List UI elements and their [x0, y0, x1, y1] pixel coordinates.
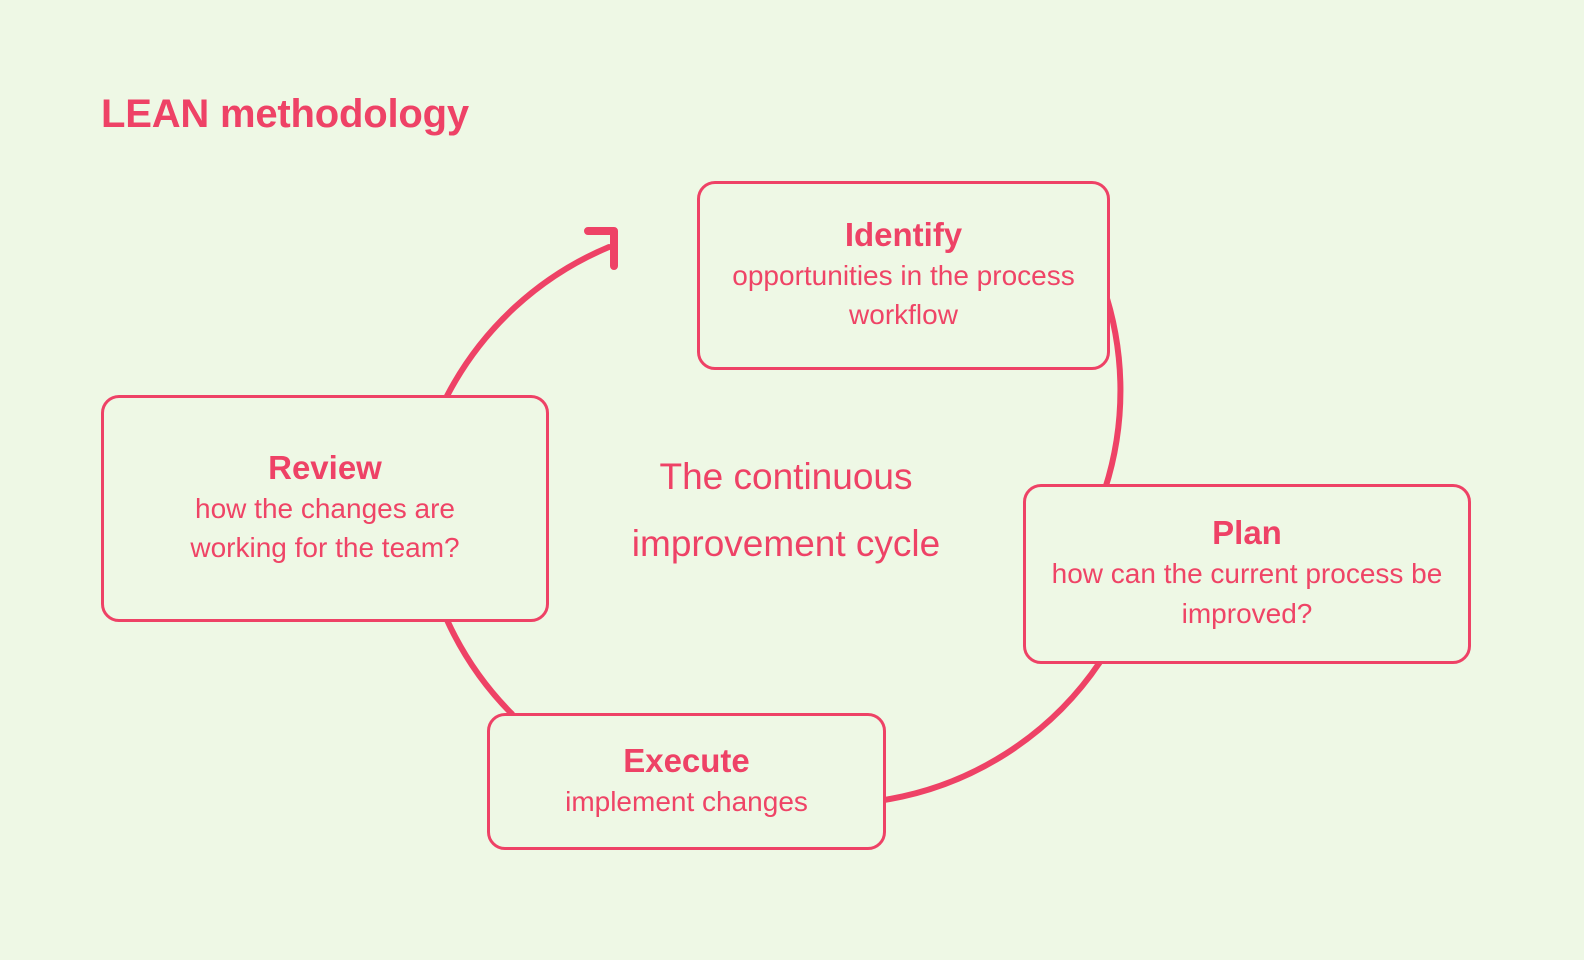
stage-description-identify: opportunities in the process workflow	[732, 259, 1075, 331]
center-caption: The continuous improvement cycle	[631, 456, 941, 565]
stage-title-review: Review	[268, 448, 382, 486]
page-title: LEAN methodology	[101, 92, 469, 136]
arc-review-to-identify	[444, 244, 612, 399]
stage-title-plan: Plan	[1212, 514, 1282, 552]
stage-box-plan[interactable]: Plan how can the current process be impr…	[1023, 484, 1471, 664]
stage-title-execute: Execute	[623, 741, 750, 779]
arc-execute-to-review	[444, 617, 515, 717]
stage-title-identify: Identify	[844, 215, 963, 253]
stage-description-plan: how can the current process be improved?	[1051, 558, 1443, 629]
stage-box-review[interactable]: Review how the changes are working for t…	[101, 395, 549, 622]
stage-description-execute: implement changes	[565, 785, 808, 817]
arc-plan-to-execute	[881, 659, 1103, 803]
stage-box-execute[interactable]: Execute implement changes	[487, 713, 886, 850]
stage-box-identify[interactable]: Identify opportunities in the process wo…	[697, 181, 1110, 370]
arrowhead-icon	[584, 227, 618, 270]
stage-description-review: how the changes are working for the team…	[190, 492, 460, 564]
